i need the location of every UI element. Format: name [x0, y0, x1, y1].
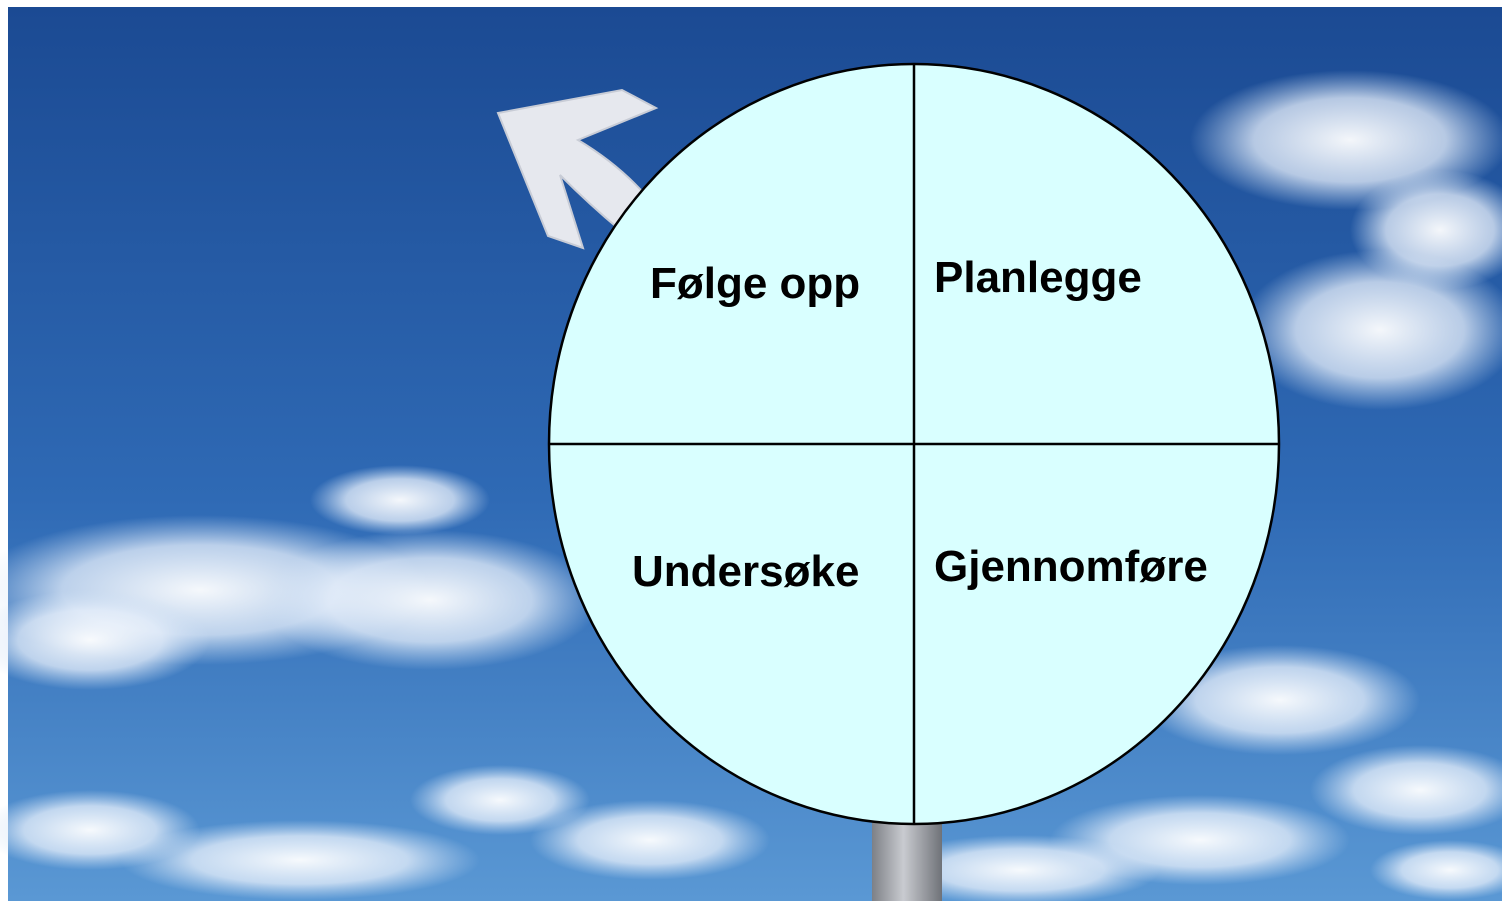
quadrant-label-bottom-right: Gjennomføre	[934, 542, 1208, 591]
cycle-diagram: Følge opp Planlegge Undersøke Gjennomfør…	[547, 62, 1281, 826]
quadrant-label-bottom-left: Undersøke	[632, 547, 859, 596]
sign-pole	[872, 820, 942, 901]
quadrant-label-top-right: Planlegge	[934, 253, 1142, 302]
clouds	[0, 70, 1502, 905]
quadrant-label-top-left: Følge opp	[650, 259, 860, 308]
